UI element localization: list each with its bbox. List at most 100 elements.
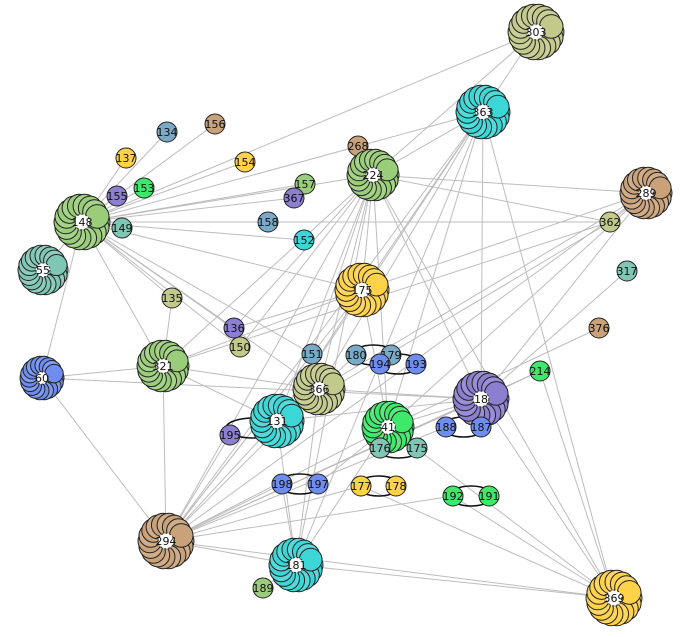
node-circle — [161, 287, 183, 309]
node-label: 191 — [479, 490, 500, 503]
node-224[interactable]: 224 — [346, 148, 400, 202]
node-circle — [111, 217, 133, 239]
node-circle — [252, 577, 274, 599]
edge-192-369 — [452, 495, 615, 599]
node-55[interactable]: 55 — [17, 244, 69, 296]
edge-148-367 — [81, 197, 295, 223]
node-198[interactable]: 198 — [271, 473, 293, 495]
node-180[interactable]: 180 — [345, 344, 367, 366]
node-label: 155 — [107, 190, 128, 203]
node-label: 148 — [72, 216, 93, 229]
node-label: 362 — [600, 216, 621, 229]
node-177[interactable]: 177 — [350, 475, 372, 497]
hub-core-circle — [365, 167, 381, 183]
edge-289-41 — [387, 192, 647, 428]
node-155[interactable]: 155 — [106, 185, 128, 207]
node-153[interactable]: 153 — [133, 177, 155, 199]
node-158[interactable]: 158 — [257, 211, 279, 233]
edge-224-321 — [162, 174, 374, 367]
edge-363-175 — [361, 111, 484, 291]
node-151[interactable]: 151 — [301, 343, 323, 365]
edge-181-369 — [295, 564, 615, 599]
node-289[interactable]: 289 — [619, 166, 673, 220]
node-194[interactable]: 194 — [369, 353, 391, 375]
node-label: 150 — [230, 341, 251, 354]
node-circle — [156, 121, 178, 143]
node-317[interactable]: 317 — [616, 260, 638, 282]
node-circle — [307, 473, 329, 495]
node-label: 224 — [363, 169, 384, 182]
hub-core-circle — [157, 532, 175, 550]
node-circle — [616, 260, 638, 282]
hub-core-circle — [474, 103, 492, 121]
node-label: 193 — [406, 358, 427, 371]
edge-363-294 — [165, 111, 484, 542]
node-label: 178 — [386, 480, 407, 493]
node-134[interactable]: 134 — [156, 121, 178, 143]
node-136[interactable]: 136 — [223, 317, 245, 339]
node-214[interactable]: 214 — [529, 360, 551, 382]
node-366[interactable]: 366 — [292, 362, 346, 416]
node-label: 18 — [474, 393, 488, 406]
node-circle — [478, 485, 500, 507]
node-197[interactable]: 197 — [307, 473, 329, 495]
node-367[interactable]: 367 — [283, 187, 305, 209]
node-circle — [294, 173, 316, 195]
node-154[interactable]: 154 — [234, 151, 256, 173]
node-187[interactable]: 187 — [470, 416, 492, 438]
hub-core-circle — [311, 381, 327, 397]
node-label: 157 — [295, 178, 316, 191]
node-362[interactable]: 362 — [599, 211, 621, 233]
node-193[interactable]: 193 — [405, 353, 427, 375]
node-363[interactable]: 363 — [455, 84, 511, 140]
edge-317-18 — [480, 270, 628, 400]
node-137[interactable]: 137 — [115, 147, 137, 169]
node-303[interactable]: 303 — [507, 3, 565, 61]
node-175b[interactable]: 175 — [406, 437, 428, 459]
node-195[interactable]: 195 — [219, 424, 241, 446]
node-181[interactable]: 181 — [268, 537, 324, 593]
node-176[interactable]: 176 — [369, 437, 391, 459]
node-149[interactable]: 149 — [111, 217, 133, 239]
node-label: 152 — [294, 234, 315, 247]
edge-363-366 — [318, 111, 484, 390]
edge-363-181 — [295, 111, 484, 566]
edge-148-303 — [81, 31, 537, 223]
hub-core-circle — [73, 213, 91, 231]
node-178[interactable]: 178 — [385, 475, 407, 497]
edge-224-131 — [276, 174, 374, 422]
node-294[interactable]: 294 — [137, 512, 195, 570]
node-175[interactable]: 175 — [334, 262, 390, 318]
edge-294-192 — [165, 495, 454, 542]
node-152[interactable]: 152 — [293, 229, 315, 251]
node-label: 60 — [35, 372, 49, 385]
node-188[interactable]: 188 — [435, 416, 457, 438]
hub-core-circle — [605, 589, 623, 607]
edge-214-369 — [539, 370, 615, 599]
node-circle — [470, 416, 492, 438]
node-label: 187 — [471, 421, 492, 434]
node-321[interactable]: 321 — [136, 339, 190, 393]
node-191[interactable]: 191 — [478, 485, 500, 507]
node-circle — [106, 185, 128, 207]
node-label: 376 — [589, 322, 610, 335]
hub-core-circle — [380, 419, 396, 435]
node-369[interactable]: 369 — [585, 569, 643, 627]
node-circle — [204, 113, 226, 135]
node-circle — [345, 344, 367, 366]
edge-224-18 — [372, 174, 482, 400]
node-376[interactable]: 376 — [588, 317, 610, 339]
node-156[interactable]: 156 — [204, 113, 226, 135]
hub-core-circle — [287, 556, 305, 574]
node-189[interactable]: 189 — [252, 577, 274, 599]
node-157[interactable]: 157 — [294, 173, 316, 195]
node-60[interactable]: 60 — [19, 355, 65, 401]
edge-224-289 — [372, 174, 647, 194]
node-label: 367 — [284, 192, 305, 205]
node-150[interactable]: 150 — [229, 336, 251, 358]
node-192[interactable]: 192 — [442, 485, 464, 507]
node-148[interactable]: 148 — [53, 193, 111, 251]
node-135[interactable]: 135 — [161, 287, 183, 309]
node-131[interactable]: 131 — [249, 393, 305, 449]
